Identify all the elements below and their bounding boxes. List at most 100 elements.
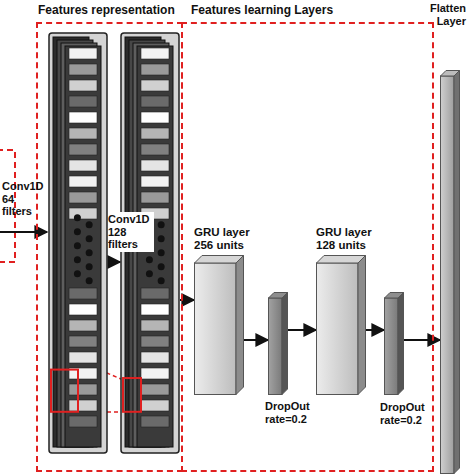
filter-cell (69, 192, 97, 203)
filter-dot (158, 277, 165, 284)
filter-cell (141, 288, 169, 299)
conv-stack: Conv1D 128 filters (120, 32, 180, 454)
filter-cell (141, 352, 169, 363)
filter-cell (141, 96, 169, 107)
filter-dot (86, 235, 93, 242)
filter-cell (141, 64, 169, 75)
feature-map (65, 46, 101, 447)
layer-shape (440, 70, 460, 474)
input-arrow (0, 231, 47, 233)
filter-dot (74, 242, 81, 249)
layer-shape (268, 292, 288, 395)
filter-dot (74, 214, 81, 221)
filter-cell (69, 144, 97, 155)
gru-layer: GRU layer 256 units (194, 255, 244, 395)
layer-side (282, 293, 288, 395)
layer-side (358, 256, 366, 395)
kernel-highlight (123, 378, 141, 412)
layer-label: GRU layer 128 units (316, 226, 386, 252)
filter-cell (141, 304, 169, 315)
filter-cell (141, 80, 169, 91)
flow-arrow (366, 329, 384, 331)
conv-frame (49, 33, 107, 453)
conv-shape (48, 32, 108, 454)
filter-dot (74, 228, 81, 235)
layer-side (236, 256, 244, 395)
conv-stack: Conv1D 64 filters (48, 32, 108, 454)
filter-dot (146, 270, 153, 277)
filter-cell (141, 416, 169, 427)
layer-label: DropOut rate=0.2 (380, 400, 430, 427)
layer-label: Flatten Layer (416, 2, 466, 27)
filter-dot (146, 256, 153, 263)
filter-dot (158, 263, 165, 270)
filter-cell (69, 384, 97, 395)
layer-top (195, 256, 244, 264)
filter-cell (141, 128, 169, 139)
filter-cell (141, 48, 169, 59)
filter-cell (69, 320, 97, 331)
gru-layer: GRU layer 128 units (316, 255, 366, 395)
filter-cell (141, 336, 169, 347)
layer-shape (194, 255, 244, 395)
layer-label: Conv1D 128 filters (108, 212, 154, 252)
filter-cell (141, 400, 169, 411)
filter-dot (158, 249, 165, 256)
filter-cell (69, 176, 97, 187)
layer-front (441, 76, 455, 474)
dropout-layer: DropOut rate=0.2 (268, 292, 288, 395)
layer-side (454, 71, 460, 474)
layer-label: Conv1D 64 filters (2, 180, 47, 218)
filter-cell (69, 80, 97, 91)
filter-cell (69, 352, 97, 363)
filter-cell (141, 368, 169, 379)
filter-cell (141, 320, 169, 331)
filter-cell (141, 160, 169, 171)
filter-cell (69, 112, 97, 123)
filter-cell (69, 416, 97, 427)
filter-cell (141, 144, 169, 155)
layer-top (317, 256, 366, 264)
filter-cell (69, 160, 97, 171)
filter-cell (141, 176, 169, 187)
filter-cell (69, 304, 97, 315)
flatten-layer: Flatten Layer (440, 70, 460, 474)
dropout-layer: DropOut rate=0.2 (384, 292, 404, 395)
filter-dot (86, 221, 93, 228)
filter-cell (141, 112, 169, 123)
filter-cell (69, 288, 97, 299)
flow-arrow (244, 339, 268, 341)
layer-label: DropOut rate=0.2 (265, 400, 319, 425)
filter-cell (69, 48, 97, 59)
filter-cell (69, 128, 97, 139)
filter-dot (86, 249, 93, 256)
filter-cell (69, 336, 97, 347)
layer-front (195, 263, 237, 395)
layer-front (269, 298, 283, 395)
filter-cell (69, 64, 97, 75)
flow-arrow (404, 339, 440, 341)
region-title: Features learning Layers (191, 4, 428, 18)
flow-arrow (108, 261, 120, 263)
region-box: GRU layer 256 unitsDropOut rate=0.2GRU l… (181, 22, 434, 472)
filter-cell (69, 208, 97, 219)
layer-shape (384, 292, 404, 395)
filter-cell (141, 192, 169, 203)
layer-shape (316, 255, 366, 395)
filter-dot (86, 277, 93, 284)
filter-dot (158, 221, 165, 228)
layer-side (398, 293, 404, 395)
layer-front (317, 263, 359, 395)
flow-arrow (288, 329, 316, 331)
filter-dot (86, 263, 93, 270)
filter-cell (141, 384, 169, 395)
layer-label: GRU layer 256 units (194, 226, 264, 252)
filter-dot (74, 256, 81, 263)
layer-front (385, 298, 399, 395)
filter-dot (74, 270, 81, 277)
region-title: Features representation (38, 4, 183, 18)
filter-cell (69, 400, 97, 411)
filter-cell (69, 96, 97, 107)
